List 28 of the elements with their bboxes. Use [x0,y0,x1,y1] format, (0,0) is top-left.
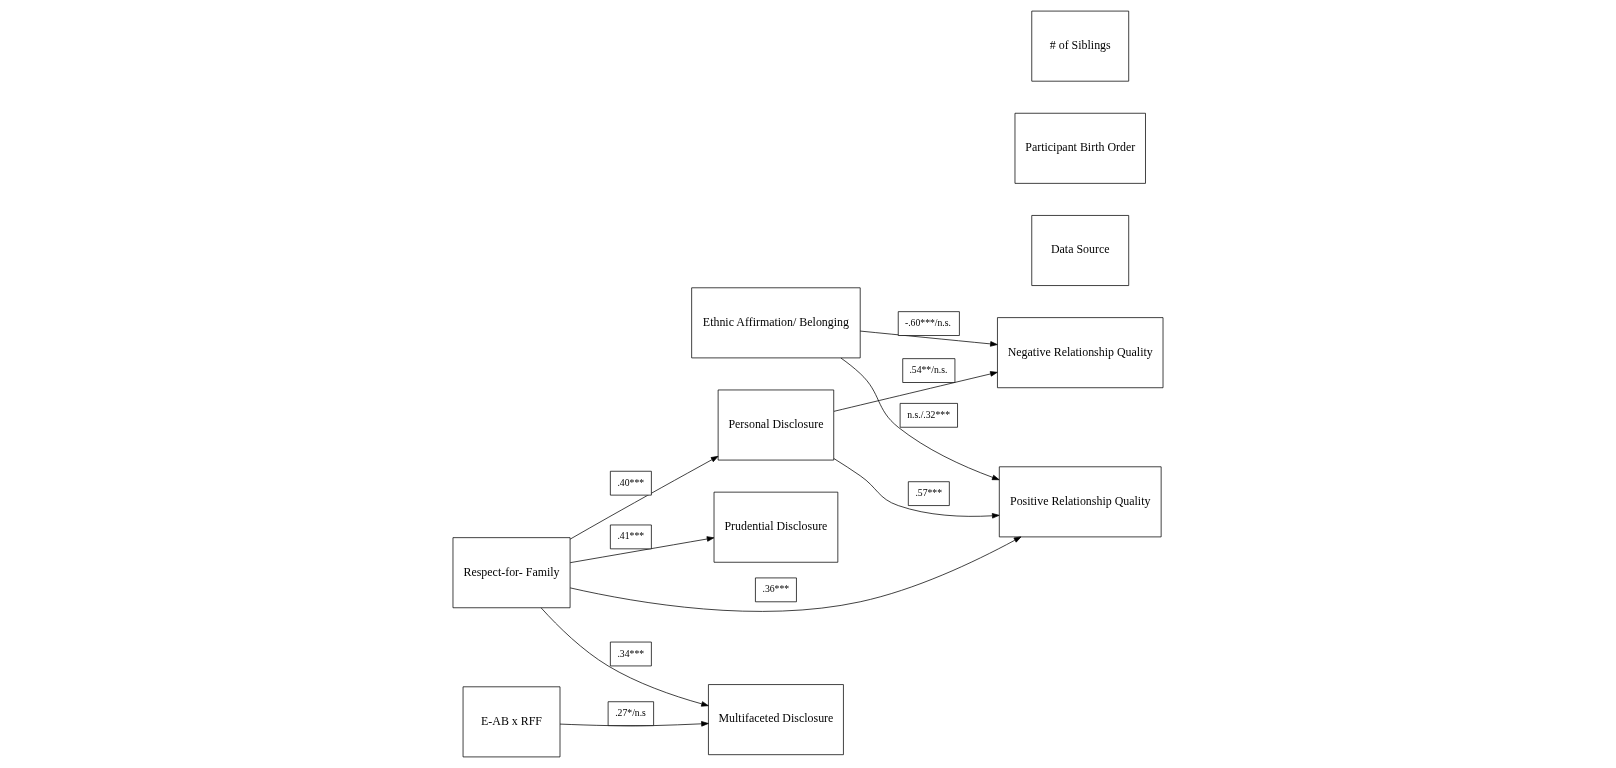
edge-label: .57*** [915,487,943,499]
arrow [833,458,1000,519]
node-box: E-AB x RFF [462,686,561,758]
node-box: Multifaceted Disclosure [708,684,844,756]
edge-label: .34*** [617,647,645,659]
arrow [569,455,719,540]
edge-label: .27*/n.s [615,707,646,719]
node-box: Personal Disclosure [717,389,835,461]
node-box: Prudential Disclosure [713,491,839,563]
node-box: Negative Relationship Quality [997,317,1164,389]
node-box: Participant Birth Order [1014,112,1146,184]
node-box: # of Siblings [1031,10,1130,82]
node-box: Positive Relationship Quality [998,466,1162,538]
arrow [559,721,709,727]
edge-label: n.s./.32*** [907,408,950,420]
node-box: Respect-for- Family [452,537,571,609]
arrow [569,536,715,564]
edge-label: .54**/n.s. [909,364,948,376]
node-box: Ethnic Affirmation/ Belonging [691,287,861,359]
arrow [833,371,998,412]
node-box: Data Source [1031,215,1130,286]
arrow [540,607,709,707]
edge-label: .40*** [617,476,645,488]
arrow [569,536,1022,612]
edge-label: -.60***/n.s. [904,317,951,329]
edge-label: .36*** [762,583,790,595]
arrow [859,330,998,347]
edge-label: .41*** [617,530,645,542]
